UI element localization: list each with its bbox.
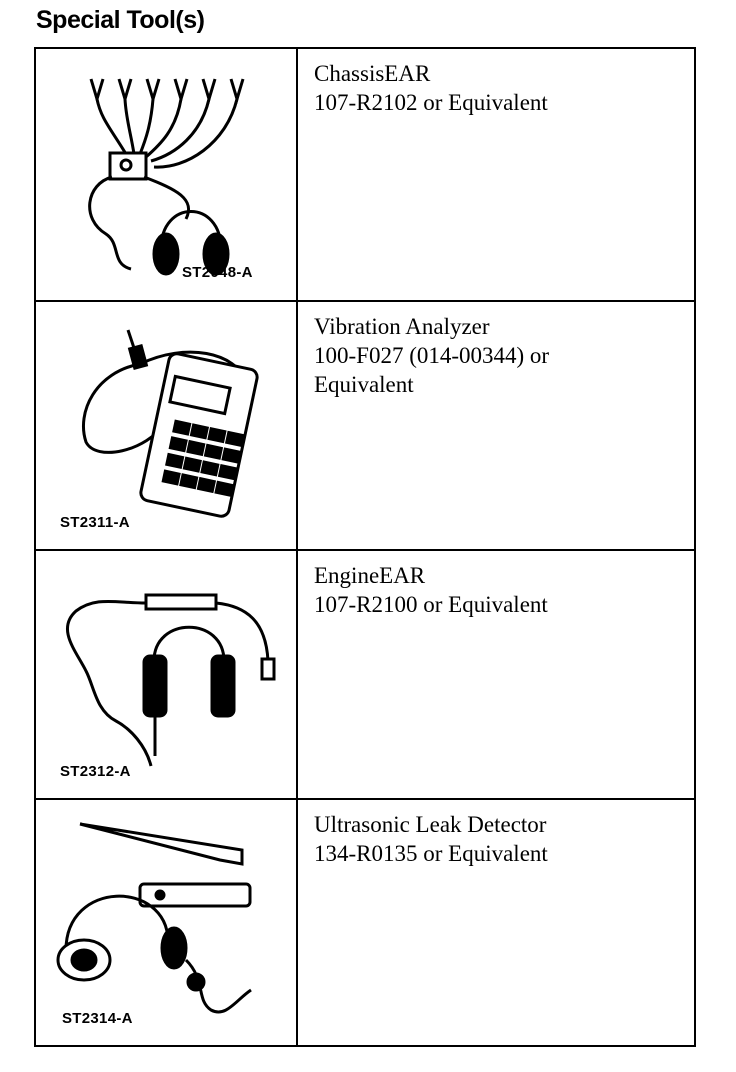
figure-number: ST2311-A (60, 514, 130, 531)
figure-number: ST2048-A (182, 264, 253, 281)
tool-part-number-cont: Equivalent (314, 372, 414, 397)
tool-part-number: 134-R0135 or Equivalent (314, 841, 548, 866)
tool-row: ST2312-A EngineEAR 107-R2100 or Equivale… (36, 551, 694, 800)
tool-description: EngineEAR 107-R2100 or Equivalent (300, 551, 694, 798)
chassis-ear-icon (88, 78, 245, 276)
tool-part-number: 107-R2100 or Equivalent (314, 592, 548, 617)
special-tools-table: ST2048-A ChassisEAR 107-R2102 or Equival… (34, 47, 696, 1047)
tool-name: Ultrasonic Leak Detector (314, 812, 547, 837)
ultrasonic-leak-detector-icon (56, 822, 252, 1014)
vibration-analyzer-icon (81, 329, 259, 518)
tool-row: ST2048-A ChassisEAR 107-R2102 or Equival… (36, 49, 694, 302)
tool-illustration-cell: ST2048-A (36, 49, 298, 300)
tool-part-number: 107-R2102 or Equivalent (314, 90, 548, 115)
tool-row: ST2314-A Ultrasonic Leak Detector 134-R0… (36, 800, 694, 1045)
tool-row: ST2311-A Vibration Analyzer 100-F027 (01… (36, 302, 694, 551)
tool-illustration-cell: ST2314-A (36, 800, 298, 1045)
page-title: Special Tool(s) (36, 6, 205, 34)
tool-description: Ultrasonic Leak Detector 134-R0135 or Eq… (300, 800, 694, 1045)
engine-ear-icon (65, 593, 276, 767)
figure-number: ST2312-A (60, 763, 131, 780)
tool-description: ChassisEAR 107-R2102 or Equivalent (300, 49, 694, 300)
tool-part-number: 100-F027 (014-00344) or (314, 343, 550, 368)
tool-name: ChassisEAR (314, 61, 431, 86)
tool-description: Vibration Analyzer 100-F027 (014-00344) … (300, 302, 694, 549)
figure-number: ST2314-A (62, 1010, 133, 1027)
tool-illustration-cell: ST2312-A (36, 551, 298, 798)
tool-illustration-cell: ST2311-A (36, 302, 298, 549)
tool-name: Vibration Analyzer (314, 314, 490, 339)
tool-name: EngineEAR (314, 563, 426, 588)
